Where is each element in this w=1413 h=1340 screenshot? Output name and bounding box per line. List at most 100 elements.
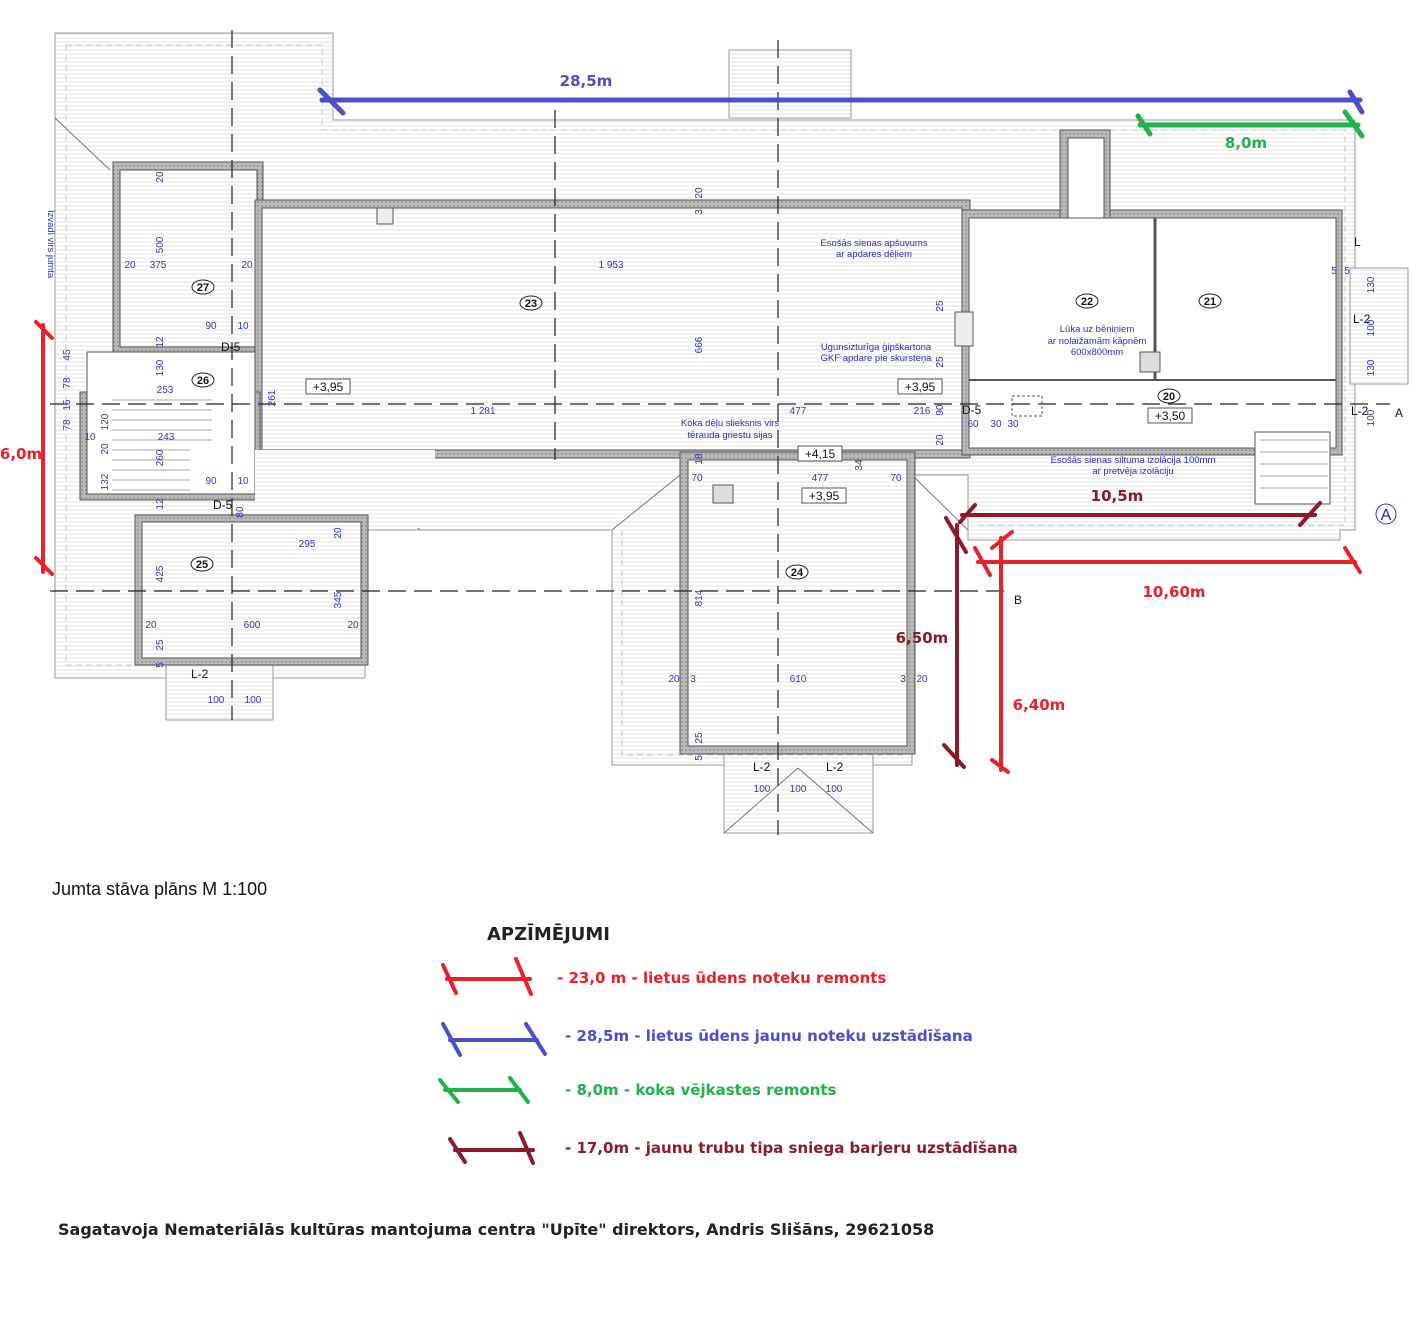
dimension-label: 5 — [694, 755, 705, 761]
level-elevation: +3,95 — [809, 489, 840, 503]
dimension-label: 477 — [812, 473, 829, 484]
dimension-label: 20 — [100, 443, 111, 455]
dimension-label: 25 — [935, 300, 946, 312]
plan-notes: Esošās sienas apšuvums ar apdares dēļiem… — [45, 210, 1215, 477]
room-tag-oval — [785, 564, 809, 580]
dimension-label: 5 — [1331, 266, 1337, 277]
blue-length: 28,5m — [560, 72, 613, 90]
annotation-lines — [34, 87, 1365, 774]
dimension-label: 132 — [100, 473, 111, 490]
note-vent: Izvadi virs jumta — [45, 210, 56, 279]
dimension-label: 425 — [155, 565, 166, 582]
level-elevation: +3,95 — [313, 380, 344, 394]
legend-item-green: - 8,0m - koka vējkastes remonts — [565, 1081, 837, 1099]
window-label: L — [1354, 235, 1361, 249]
annotation-labels: 28,5m 8,0m 6,0m 10,60m 6,40m 10,5m 6,50m — [0, 72, 1267, 714]
room-number: 26 — [197, 375, 209, 387]
red-gutter-line-h — [973, 546, 1362, 577]
room-number: 23 — [525, 298, 537, 310]
axis-label: A — [1381, 507, 1392, 524]
snow-v-length: 6,50m — [896, 629, 949, 647]
dimension-label: 5 — [155, 662, 166, 668]
dimension-label: 1 281 — [470, 406, 495, 417]
dimension-label: 130 — [155, 359, 166, 376]
dimension-label: 90 — [205, 321, 217, 332]
window-label: L-2 — [753, 760, 771, 774]
dimension-label: 100 — [1366, 409, 1377, 426]
dimension-label: 10 — [237, 476, 249, 487]
level-elevation: +3,95 — [905, 380, 936, 394]
dimension-label: 34 — [854, 459, 865, 471]
dimension-label: 45 — [62, 349, 73, 361]
dimension-label: 25 — [155, 639, 166, 651]
green-length: 8,0m — [1225, 134, 1267, 152]
dimension-label: 216 — [914, 406, 931, 417]
opening-labels: D-5 D-5 D-5 L-2 L-2 L-2 L-2 L-2 L A A B — [191, 235, 1403, 774]
note-gkf: GKF apdare pie skursteņa — [821, 353, 933, 364]
section-label: B — [1014, 593, 1022, 607]
note-threshold: tērauda griestu sijas — [687, 430, 772, 441]
dimension-label: 12 — [155, 498, 166, 510]
legend-item-red: - 23,0 m - lietus ūdens noteku remonts — [557, 969, 887, 987]
room-tag-oval — [1198, 293, 1222, 309]
room-number: 25 — [196, 559, 208, 571]
dimension-label: 1 953 — [598, 260, 623, 271]
dimension-label: 260 — [155, 449, 166, 466]
section-label: A — [1395, 406, 1403, 420]
dimension-label: 666 — [694, 336, 705, 353]
footer-author: Sagatavoja Nemateriālās kultūras mantoju… — [58, 1220, 935, 1239]
room-number: 22 — [1081, 296, 1093, 308]
dimension-label: 610 — [790, 674, 807, 685]
dimension-label: 375 — [150, 260, 167, 271]
dimension-label: 130 — [1366, 359, 1377, 376]
red-v-length: 6,40m — [1013, 696, 1066, 714]
walls — [79, 129, 1343, 755]
level-box — [897, 378, 943, 395]
dimension-label: 20 — [241, 260, 253, 271]
dimension-label: 814 — [694, 589, 705, 606]
note-hatch: Lūka uz bēniņiem — [1060, 324, 1135, 335]
dimension-label: 261 — [267, 389, 278, 406]
dimension-label: 100 — [1366, 319, 1377, 336]
dimension-label: 20 — [155, 171, 166, 183]
dimension-label: 500 — [155, 236, 166, 253]
dimension-label: 100 — [754, 784, 771, 795]
legend-symbol-darkred — [448, 1131, 535, 1165]
window-label: L-2 — [191, 667, 209, 681]
dimension-label: 15 — [62, 399, 73, 411]
dimension-label: 70 — [691, 473, 703, 484]
snow-h-length: 10,5m — [1091, 487, 1144, 505]
dimension-label: 78 — [62, 419, 73, 431]
room-tag-oval — [191, 372, 215, 388]
blue-gutter-line — [317, 87, 1365, 116]
dimension-label: 10 — [237, 321, 249, 332]
door-label: D-5 — [213, 498, 233, 512]
dimension-label: 18 — [694, 453, 705, 465]
window-label: L-2 — [826, 760, 844, 774]
legend-symbol-red — [441, 957, 533, 996]
dimension-label: 20 — [935, 434, 946, 446]
door-label: D-5 — [962, 403, 982, 417]
dimension-label: 295 — [299, 539, 316, 550]
legend-item-blue: - 28,5m - lietus ūdens jaunu noteku uzst… — [565, 1027, 973, 1045]
red-left-length: 6,0m — [0, 445, 42, 463]
dimension-label: 3 — [900, 674, 906, 685]
legend-item-darkred: - 17,0m - jaunu trubu tipa sniega barjer… — [565, 1139, 1018, 1157]
note-insulation: Esošās sienas siltuma izolācija 100mm — [1051, 455, 1216, 466]
legend-symbols — [438, 957, 547, 1165]
legend-symbol-green — [438, 1076, 530, 1104]
dimension-label: 20 — [694, 187, 705, 199]
note-threshold: Koka dēļu slieksnis virs — [681, 418, 779, 429]
dimension-label: 20 — [124, 260, 136, 271]
room-tag-oval — [190, 556, 214, 572]
room-number: 27 — [197, 282, 209, 294]
level-box — [801, 487, 847, 504]
dimension-label: 345 — [333, 591, 344, 608]
dimension-label: 30 — [990, 419, 1002, 430]
level-box — [305, 378, 351, 395]
dimension-label: 25 — [694, 732, 705, 744]
note-hatch: ar nolaižamām kāpnēm — [1048, 336, 1147, 347]
dimension-label: 100 — [245, 695, 262, 706]
